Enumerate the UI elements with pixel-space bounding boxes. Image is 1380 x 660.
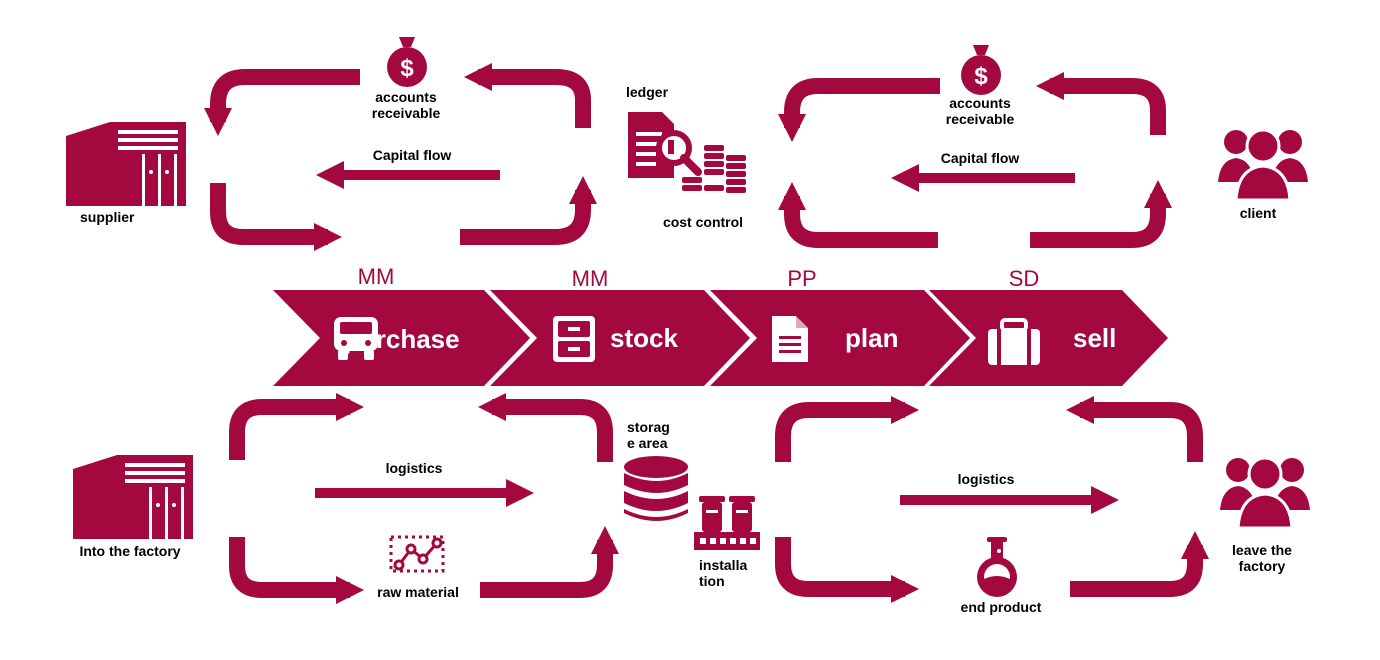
arrow-bl-bottom-left: [229, 537, 364, 604]
module-label-purchase: MM: [358, 264, 395, 289]
arrow-br-top-right: [1066, 396, 1203, 462]
arrow-bl-bottom-right: [480, 526, 619, 598]
line-chart-icon: [389, 535, 445, 573]
accounts-receivable-label-right: accounts: [949, 95, 1011, 111]
database-icon: [624, 456, 688, 521]
arrow-bl-top-right: [478, 393, 613, 462]
svg-text:$: $: [400, 55, 414, 82]
accounts-receivable-label-right-2: receivable: [946, 111, 1015, 127]
raw-material-label: raw material: [377, 584, 459, 600]
storage-area-label: storag: [627, 419, 670, 435]
arrow-tr-top-left: [778, 78, 940, 142]
ledger-icon: [628, 112, 702, 178]
money-bag-icon-right: $: [961, 45, 1001, 95]
cost-control-label: cost control: [663, 214, 743, 230]
stage-label-plan: plan: [845, 323, 898, 353]
module-label-sell: SD: [1009, 266, 1040, 291]
end-product-label: end product: [961, 599, 1042, 615]
arrow-bl-top-left: [229, 393, 364, 460]
into-factory-label: Into the factory: [79, 543, 180, 559]
svg-text:$: $: [974, 63, 988, 90]
supplier-label: supplier: [80, 209, 135, 225]
arrow-tr-top-right: [1036, 72, 1166, 135]
coin-stack-icon: [682, 145, 746, 193]
logistics-label-right: logistics: [958, 471, 1015, 487]
arrow-tl-bottom-left: [210, 183, 342, 251]
capital-flow-label-right: Capital flow: [941, 150, 1020, 166]
arrow-tr-bottom-left: [778, 182, 938, 248]
installation-label: installa: [699, 557, 747, 573]
cabinet-icon: [553, 316, 595, 362]
logistics-label-left: logistics: [386, 460, 443, 476]
flask-icon: [977, 537, 1017, 597]
arrow-br-bottom-right: [1070, 531, 1209, 597]
arrow-tl-top-right: [464, 63, 591, 128]
arrow-tl-top-left: [204, 69, 360, 136]
ledger-label: ledger: [626, 84, 669, 100]
truck-icon: [334, 317, 378, 360]
arrow-tr-bottom-right: [1030, 180, 1172, 248]
factory-installation-icon: [694, 496, 760, 550]
chevron-purchase: [273, 290, 530, 386]
people-icon-client: [1218, 128, 1308, 202]
briefcase-icon: [988, 318, 1040, 365]
storage-area-label-2: e area: [627, 435, 668, 451]
leave-factory-label-2: factory: [1239, 558, 1286, 574]
arrow-br-bottom-left: [775, 537, 919, 603]
building-icon-factory: [73, 455, 193, 539]
accounts-receivable-label-left-2: receivable: [372, 105, 441, 121]
arrow-br-top-left: [775, 396, 919, 462]
leave-factory-label: leave the: [1232, 542, 1292, 558]
process-bar: purchase stock plan sell: [273, 290, 1168, 386]
client-label: client: [1240, 205, 1277, 221]
stage-label-stock: stock: [610, 323, 678, 353]
installation-label-2: tion: [699, 573, 725, 589]
people-icon-leave-factory: [1220, 456, 1310, 530]
accounts-receivable-label-left: accounts: [375, 89, 437, 105]
building-icon: [66, 122, 186, 206]
money-bag-icon: $: [387, 37, 427, 87]
module-label-plan: PP: [787, 266, 816, 291]
module-label-stock: MM: [572, 266, 609, 291]
arrow-tl-bottom-right: [460, 176, 597, 245]
chevron-stock: [490, 290, 750, 386]
capital-flow-label-left: Capital flow: [373, 147, 452, 163]
document-icon: [772, 316, 808, 362]
stage-label-sell: sell: [1073, 323, 1116, 353]
